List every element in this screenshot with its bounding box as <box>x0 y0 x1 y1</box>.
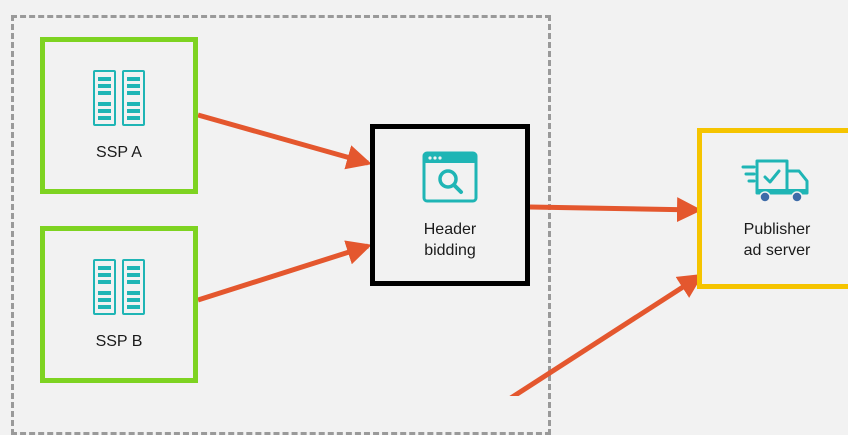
diagram-canvas: SSP A SSP B <box>11 15 848 435</box>
arrows-layer <box>197 112 704 396</box>
ssp-a-node: SSP A <box>40 37 198 194</box>
browser-search-icon <box>422 151 478 203</box>
header-bidding-label: Header bidding <box>423 221 477 259</box>
delivery-truck-icon <box>741 159 809 203</box>
arrow-offscreen-to-publisher <box>509 273 704 396</box>
ssp-b-label: SSP B <box>95 333 143 350</box>
arrow-ssp-a-to-header-bidding <box>197 112 372 170</box>
header-bidding-node: Header bidding <box>370 124 530 286</box>
server-icon <box>93 70 145 126</box>
arrow-header-bidding-to-publisher <box>529 197 702 223</box>
ssp-a-label: SSP A <box>96 144 142 161</box>
arrow-ssp-b-to-header-bidding <box>197 240 372 303</box>
publisher-ad-server-label: Publisher ad server <box>743 220 811 259</box>
ssp-b-node: SSP B <box>40 226 198 383</box>
server-icon <box>93 259 145 315</box>
publisher-ad-server-node: Publisher ad server <box>697 128 848 289</box>
